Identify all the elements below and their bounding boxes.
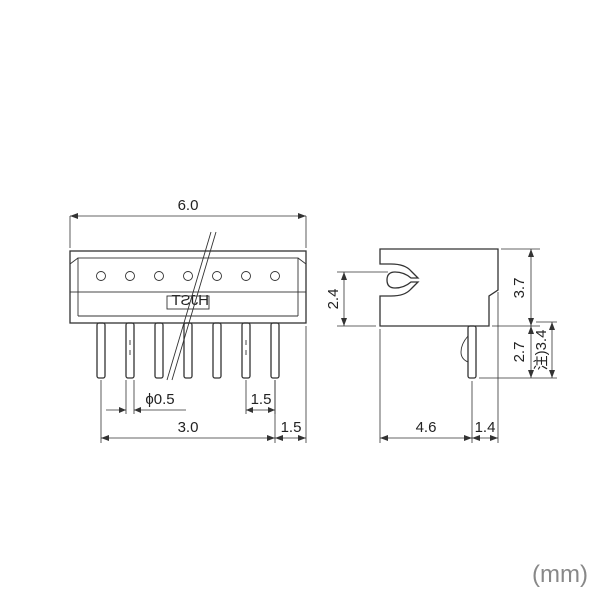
side-pin (467, 325, 477, 379)
side-boss (460, 335, 469, 363)
contact-hole (241, 271, 251, 281)
contact-hole (183, 271, 193, 281)
side-body-outline (379, 248, 499, 327)
dim-pin-diameter: ϕ0.5 (106, 380, 186, 414)
dim-depth-label: 4.6 (416, 419, 437, 436)
dim-pin-length: 2.7 (479, 326, 557, 379)
dim-pin-span: 3.0 1.5 (100, 326, 307, 443)
pin (125, 322, 135, 379)
pin (212, 322, 222, 379)
dim-body-height: 3.7 (492, 248, 540, 327)
break-line (166, 231, 212, 381)
front-chamfer-left (69, 257, 79, 265)
pin (270, 322, 280, 379)
break-line (171, 231, 217, 381)
dim-pin-span-label: 3.0 (178, 419, 199, 436)
contact-hole (270, 271, 280, 281)
front-body-outline (69, 250, 307, 324)
dim-pitch-label: 1.5 (251, 391, 272, 408)
dim-pin-diameter-label: ϕ0.5 (145, 391, 174, 408)
dim-width-label: 6.0 (178, 197, 199, 214)
contact-hole (125, 271, 135, 281)
dim-pin-length-label: 2.7 (511, 342, 528, 363)
contact-hole (212, 271, 222, 281)
pin (241, 322, 251, 379)
dim-edge-right-label: 1.5 (281, 419, 302, 436)
front-inner-frame (77, 257, 299, 293)
pin (154, 322, 164, 379)
contact-hole (154, 271, 164, 281)
dim-latch-height-label: 2.4 (325, 289, 342, 310)
dim-width: 6.0 (69, 197, 307, 248)
dim-note-total: 注)3.4 (533, 321, 557, 378)
side-view: 2.4 3.7 2.7 注)3.4 (325, 248, 557, 443)
dim-pin-offset-label: 1.4 (475, 419, 496, 436)
pin (96, 322, 106, 379)
front-pins (96, 322, 280, 379)
front-chamfer-right (297, 257, 307, 265)
dim-note-total-label: 注)3.4 (533, 330, 550, 371)
dim-body-height-label: 3.7 (511, 278, 528, 299)
contact-holes (96, 271, 280, 281)
dim-latch-height: 2.4 (325, 271, 388, 327)
dim-depth: 4.6 1.4 (379, 292, 499, 443)
contact-hole (96, 271, 106, 281)
pin (183, 322, 193, 379)
dim-pitch: 1.5 (245, 380, 276, 414)
front-view: HJST 6.0 (69, 197, 307, 443)
unit-label: (mm) (532, 561, 588, 588)
